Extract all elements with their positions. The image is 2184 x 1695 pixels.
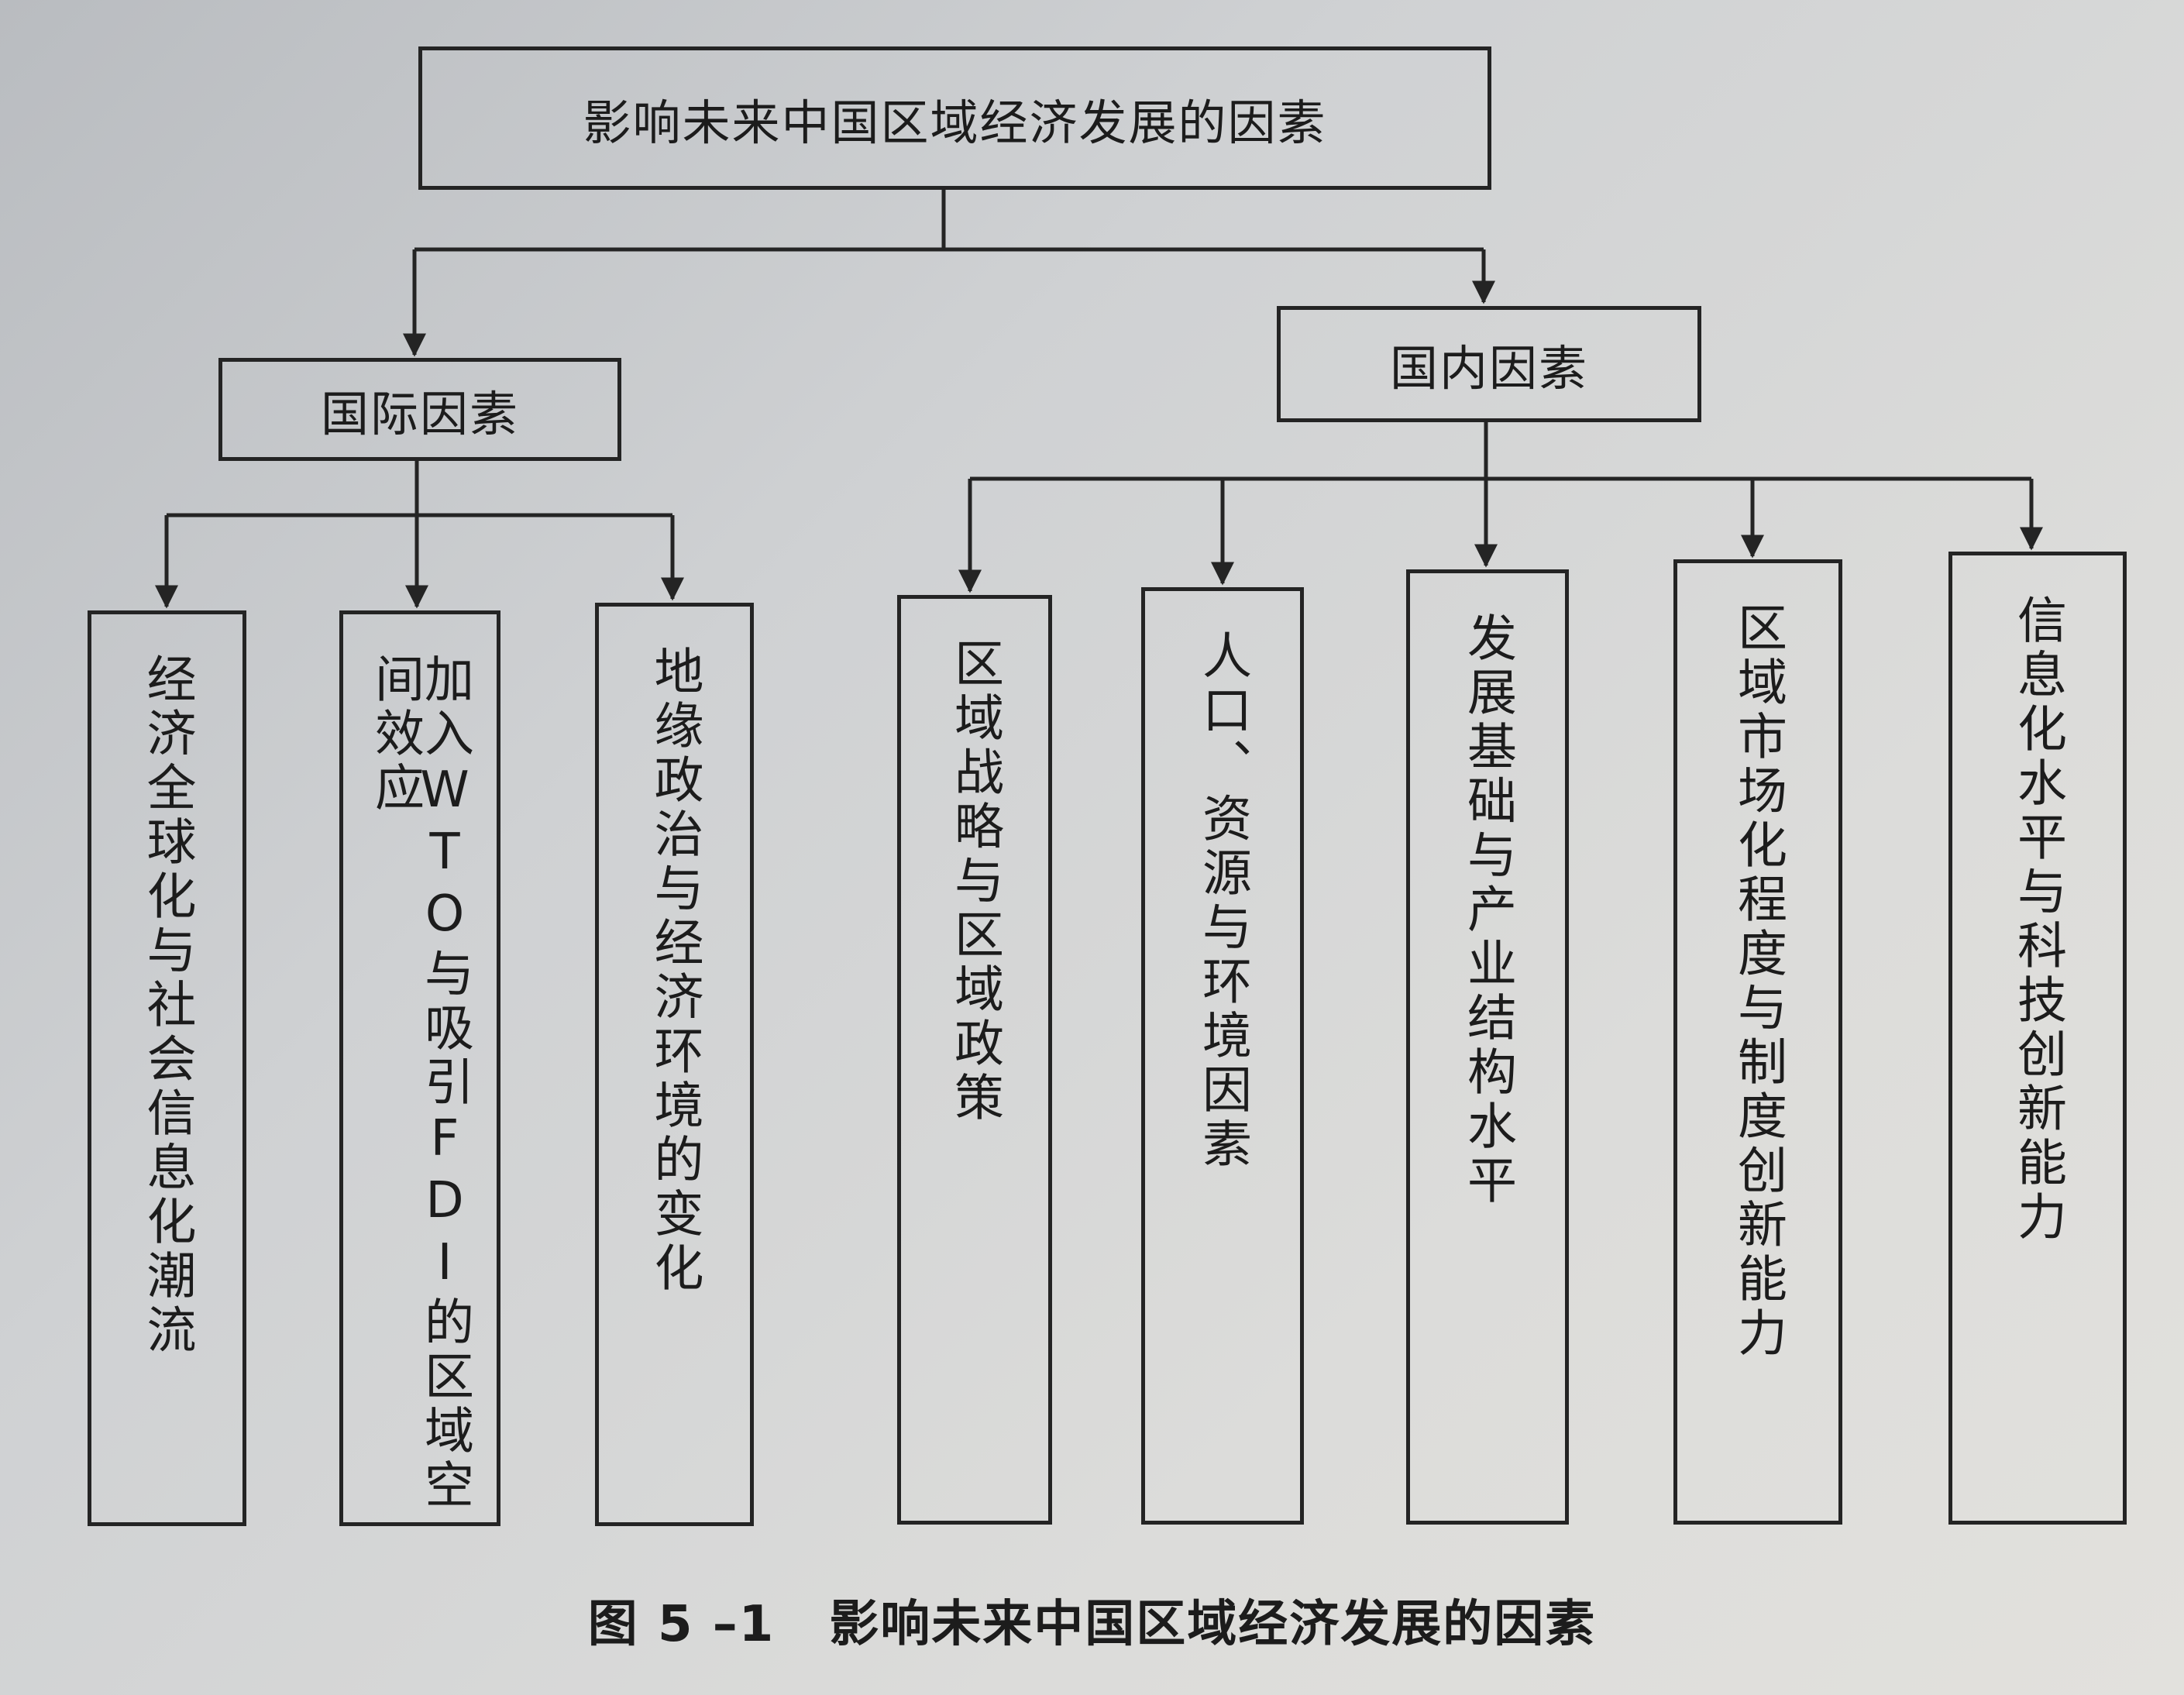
dom-factor-label-2: 人口、资源与环境因素 xyxy=(1194,630,1251,1172)
intl-factor-box-3: 地缘政治与经济环境的变化 xyxy=(595,603,754,1526)
root-label: 影响未来中国区域经济发展的因素 xyxy=(583,94,1327,151)
intl-factor-label-1: 经济全球化与社会信息化潮流 xyxy=(138,653,196,1358)
intl-factor-label-3: 地缘政治与经济环境的变化 xyxy=(645,645,703,1296)
domestic-factors-box: 国内因素 xyxy=(1277,306,1701,422)
figure-caption: 图 5 –1 影响未来中国区域经济发展的因素 xyxy=(0,1584,2184,1655)
intl-factor-box-1: 经济全球化与社会信息化潮流 xyxy=(88,610,246,1526)
dom-factor-box-5: 信息化水平与科技创新能力 xyxy=(1948,552,2127,1525)
intl-factor-label-2: 加入WTO与吸引FDI的区域空间效应 xyxy=(366,653,473,1513)
dom-factor-box-3: 发展基础与产业结构水平 xyxy=(1406,569,1569,1525)
figure-number: 图 5 –1 xyxy=(587,1596,776,1653)
dom-factor-label-1: 区域战略与区域政策 xyxy=(946,638,1003,1126)
dom-factor-box-4: 区域市场化程度与制度创新能力 xyxy=(1673,559,1842,1525)
dom-factor-box-2: 人口、资源与环境因素 xyxy=(1141,587,1304,1525)
dom-factor-label-3: 发展基础与产业结构水平 xyxy=(1459,612,1516,1209)
international-factors-label: 国际因素 xyxy=(320,385,519,442)
figure-title: 影响未来中国区域经济发展的因素 xyxy=(829,1596,1597,1653)
dom-factor-label-5: 信息化水平与科技创新能力 xyxy=(2009,594,2066,1245)
domestic-factors-label: 国内因素 xyxy=(1389,340,1588,397)
dom-factor-label-4: 区域市场化程度与制度创新能力 xyxy=(1729,602,1787,1361)
international-factors-box: 国际因素 xyxy=(218,358,621,461)
dom-factor-box-1: 区域战略与区域政策 xyxy=(897,595,1052,1525)
root-box: 影响未来中国区域经济发展的因素 xyxy=(418,46,1491,190)
intl-factor-box-2: 加入WTO与吸引FDI的区域空间效应 xyxy=(339,610,500,1526)
